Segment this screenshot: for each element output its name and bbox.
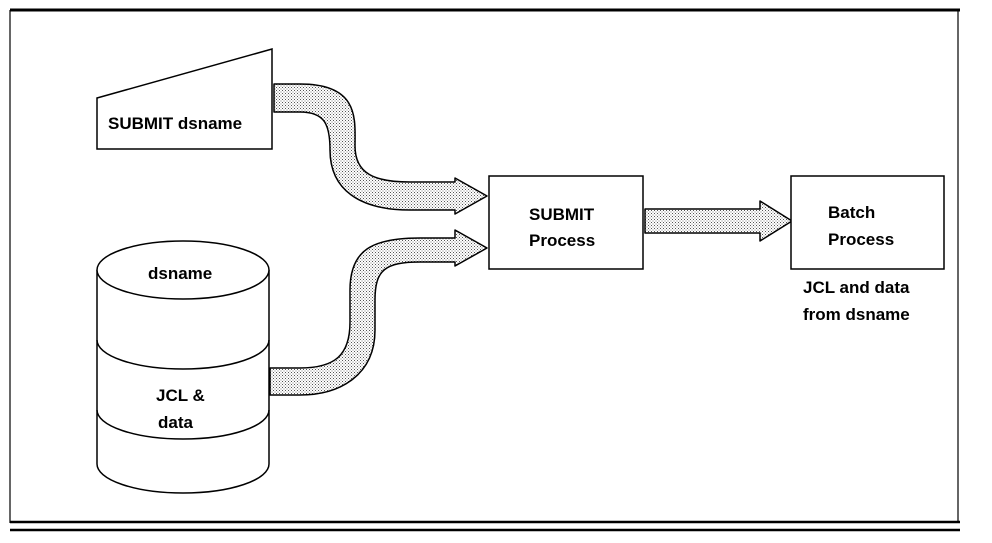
submit-input-card: SUBMIT dsname: [96, 48, 273, 150]
batch-process-line2: Process: [828, 230, 894, 249]
dataset-name-label: dsname: [148, 264, 212, 283]
submit-process-box: SUBMIT Process: [488, 175, 644, 270]
submit-process-line1: SUBMIT: [529, 205, 595, 224]
cylinder-band-2: [96, 409, 270, 440]
batch-note-line2: from dsname: [803, 305, 910, 324]
input-card-shape: [96, 48, 273, 150]
batch-process-rect: [790, 175, 945, 270]
arrow-submit-to-batch: [644, 200, 793, 242]
input-card-label: SUBMIT dsname: [108, 114, 242, 133]
arrow-card-to-submit: [273, 83, 488, 215]
submit-process-line2: Process: [529, 231, 595, 250]
arrow-dataset-to-submit: [269, 229, 488, 396]
dataset-cylinder: dsname JCL & data: [96, 240, 270, 494]
batch-note-line1: JCL and data: [803, 278, 910, 297]
dataset-content-line1: JCL &: [156, 386, 205, 405]
cylinder-top: [96, 240, 270, 300]
submit-process-rect: [488, 175, 644, 270]
batch-process-line1: Batch: [828, 203, 875, 222]
diagram-frame: [9, 8, 960, 532]
batch-process-box: Batch Process: [790, 175, 945, 270]
cylinder-band-1: [96, 339, 270, 370]
dataset-content-line2: data: [158, 413, 194, 432]
cylinder-body: [96, 270, 270, 494]
